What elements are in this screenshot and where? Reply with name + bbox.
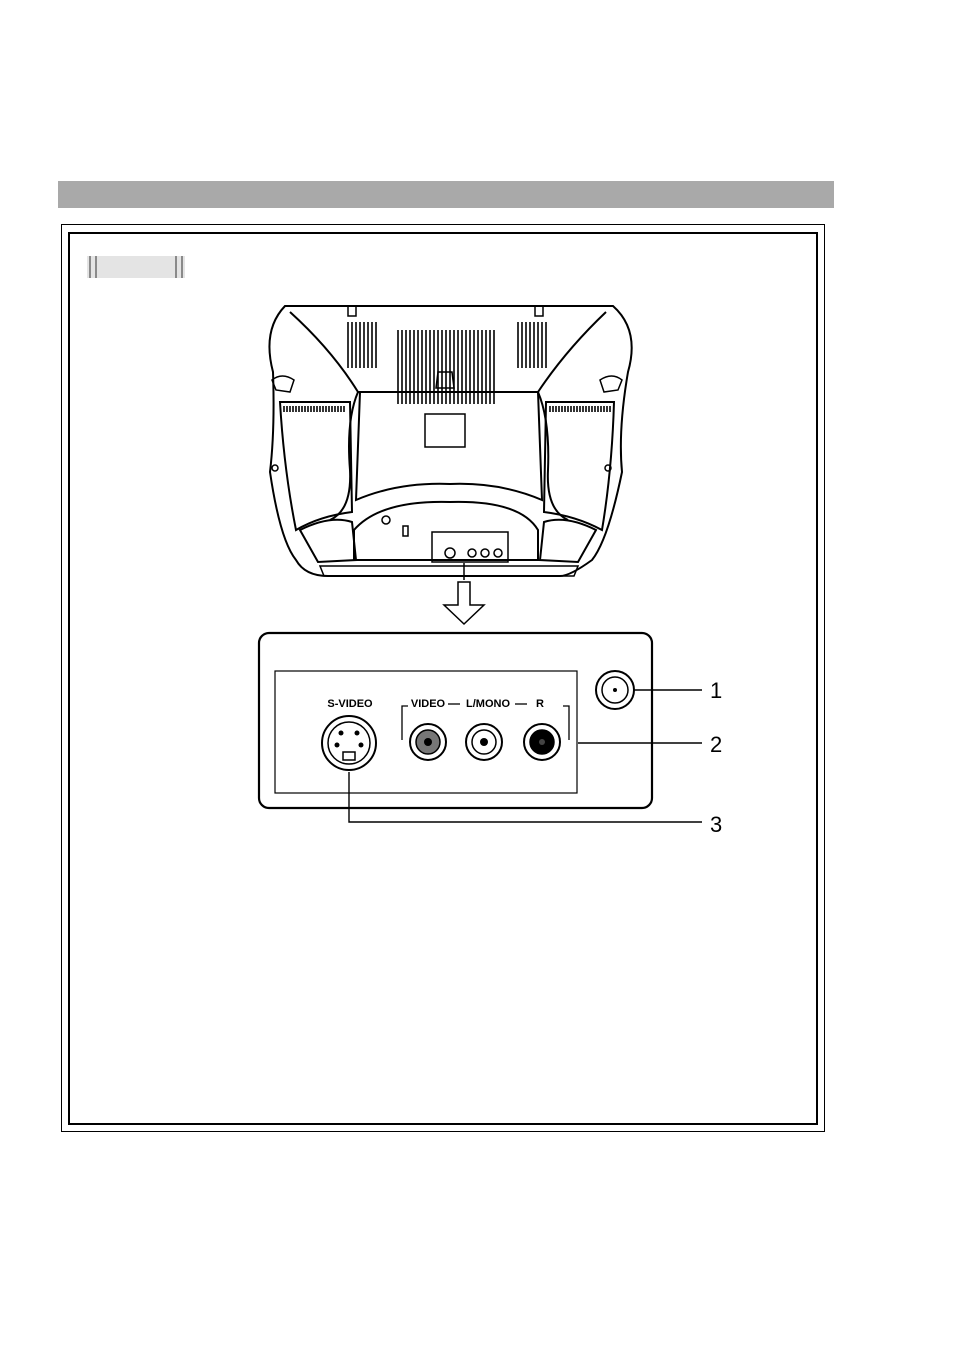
svideo-jack-icon [322,716,376,770]
connector-panel: S-VIDEO VIDEO L/MONO R [259,633,652,808]
ventilation-slots [284,322,610,412]
audio-left-jack-icon [466,724,502,760]
audio-right-jack-icon [524,724,560,760]
callout-3: 3 [710,812,722,837]
svideo-label: S-VIDEO [327,698,373,710]
callout-1: 1 [710,678,722,703]
video-label: VIDEO [411,698,446,710]
down-arrow-icon [444,563,484,624]
lmono-label: L/MONO [466,698,510,710]
video-jack-icon [410,724,446,760]
r-label: R [536,698,544,710]
callout-2: 2 [710,732,722,757]
antenna-jack-icon [596,671,634,709]
